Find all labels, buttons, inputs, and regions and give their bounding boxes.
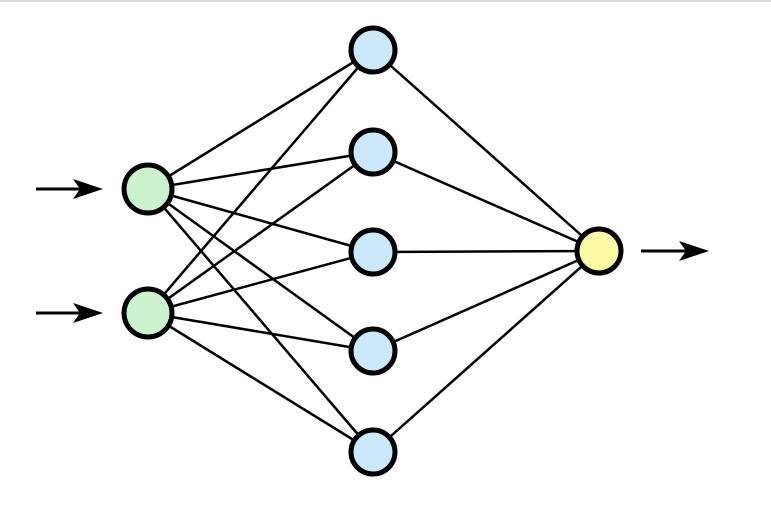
- hidden-node-5: [348, 427, 398, 477]
- edge-hidden-node-3-to-output-node-1: [372, 249, 600, 254]
- hidden-node-4: [348, 326, 398, 376]
- hidden-node-1: [348, 25, 398, 75]
- output-node-1: [574, 226, 624, 276]
- input-arrow-2-head-icon: [73, 303, 103, 323]
- edge-hidden-node-1-to-output-node-1: [372, 49, 600, 252]
- edge-input-node-1-to-hidden-node-5: [147, 188, 374, 453]
- output-arrow-head-icon: [679, 241, 709, 261]
- edge-input-node-1-to-hidden-node-2: [147, 150, 374, 191]
- edge-input-node-2-to-hidden-node-2: [147, 150, 374, 315]
- edge-input-node-1-to-hidden-node-1: [147, 48, 374, 191]
- edge-input-node-2-to-hidden-node-1: [147, 49, 374, 314]
- edge-hidden-node-4-to-output-node-1: [372, 249, 600, 353]
- edge-hidden-node-5-to-output-node-1: [372, 250, 600, 453]
- input-arrow-1-head-icon: [73, 179, 103, 199]
- edge-input-node-2-to-hidden-node-4: [147, 311, 374, 353]
- input-node-2: [121, 286, 175, 340]
- hidden-node-3: [348, 227, 398, 277]
- edge-input-node-1-to-hidden-node-3: [147, 187, 374, 254]
- edge-input-node-1-to-hidden-node-4: [147, 187, 374, 353]
- edge-hidden-node-2-to-output-node-1: [372, 150, 600, 253]
- top-border-line: [0, 0, 771, 2]
- edge-input-node-2-to-hidden-node-3: [147, 250, 374, 315]
- hidden-node-2: [348, 127, 398, 177]
- edge-input-node-2-to-hidden-node-5: [147, 311, 374, 454]
- input-node-1: [121, 162, 175, 216]
